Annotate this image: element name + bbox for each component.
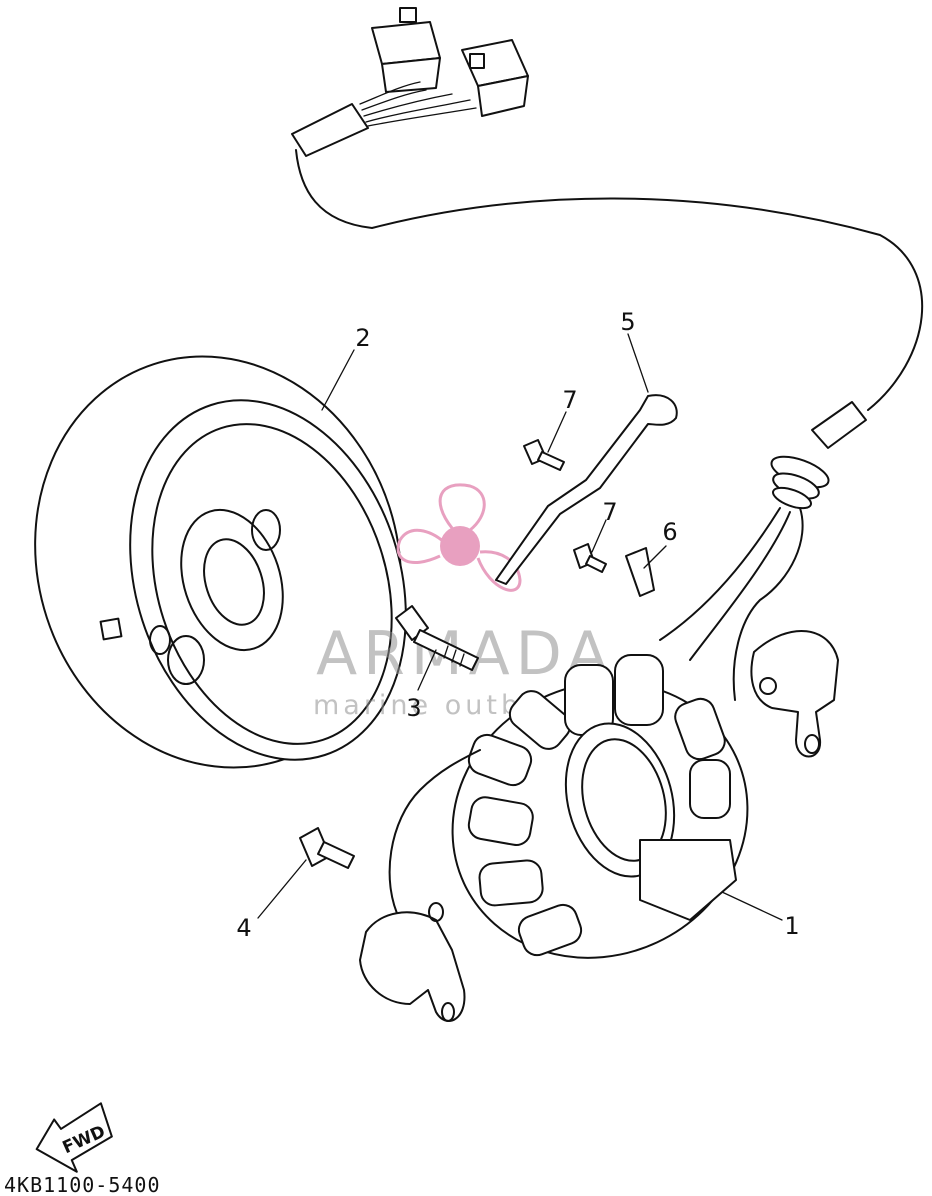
pulser-lead (732, 507, 804, 701)
cable-end-sleeve (811, 401, 867, 449)
callout-7-upper: 7 (562, 386, 577, 414)
connector-upper (371, 7, 441, 93)
bolt-7-upper (523, 439, 565, 471)
clamp-plate-5 (495, 394, 678, 585)
pulser-coil-lower (359, 749, 481, 1022)
main-cable (295, 149, 924, 411)
bolt-3 (395, 605, 479, 671)
callout-5: 5 (620, 308, 635, 336)
callout-3: 3 (406, 694, 421, 722)
diagram-code: 4KB1100-5400 (4, 1173, 161, 1196)
flywheel-rotor (34, 355, 407, 769)
clip-6 (625, 547, 655, 597)
callout-7-lower: 7 (602, 498, 617, 526)
bolt-7-lower (573, 543, 607, 573)
wire-sheath (291, 103, 369, 157)
leader-lines (257, 333, 783, 921)
callouts: 2 3 4 5 6 7 7 1 (236, 308, 799, 942)
stator-lead-b (689, 511, 791, 661)
wire-harness (291, 7, 924, 701)
callout-6: 6 (662, 518, 677, 546)
callout-2: 2 (355, 324, 370, 352)
callout-1: 1 (784, 912, 799, 940)
propeller-icon (396, 483, 522, 592)
fwd-arrow-icon: FWD (35, 1102, 113, 1173)
stator-poles (467, 654, 731, 957)
callout-4: 4 (236, 914, 251, 942)
connector-lower (461, 39, 529, 117)
grommet (770, 455, 830, 510)
pulser-coil-upper (750, 630, 839, 758)
stator-assembly (451, 654, 749, 959)
screw-4 (299, 827, 355, 869)
wire-bundle (359, 81, 477, 127)
stator-lead-a (659, 507, 781, 641)
